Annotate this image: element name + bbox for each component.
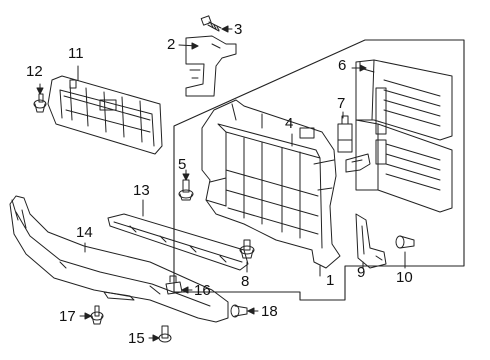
callout-18: 18 <box>261 303 278 320</box>
callout-2: 2 <box>167 36 176 53</box>
arrow-5 <box>182 173 190 181</box>
bolt-part-10 <box>395 235 415 249</box>
bolt-part-8 <box>239 239 255 259</box>
callout-7: 7 <box>337 95 346 112</box>
callout-16: 16 <box>194 282 211 299</box>
callout-14: 14 <box>76 224 93 241</box>
active-shutter-part-6 <box>355 59 453 213</box>
arrow-18 <box>247 307 255 315</box>
callout-5: 5 <box>178 156 187 173</box>
clip-part-7 <box>337 115 353 153</box>
bolt-part-5 <box>178 179 194 201</box>
callout-8: 8 <box>241 273 250 290</box>
arrow-16 <box>181 286 189 294</box>
callout-10: 10 <box>396 269 413 286</box>
small-bracket <box>345 153 371 173</box>
bolt-part-12 <box>33 93 47 113</box>
bolt-part-3 <box>200 15 222 32</box>
screw-part-15 <box>158 325 172 343</box>
callout-4: 4 <box>285 115 294 132</box>
arrow-15 <box>152 334 160 342</box>
assembly-boundary <box>173 39 465 301</box>
arrow-2 <box>191 42 199 50</box>
bracket-part-9 <box>355 213 387 269</box>
arrow-17 <box>84 312 92 320</box>
callout-17: 17 <box>59 308 76 325</box>
arrow-12 <box>36 87 44 95</box>
callout-12: 12 <box>26 63 43 80</box>
radiator-support-part-4 <box>201 99 341 269</box>
callout-11: 11 <box>68 45 84 62</box>
callout-3: 3 <box>234 21 243 38</box>
bolt-part-18 <box>230 304 248 318</box>
bracket-part-2 <box>185 35 237 97</box>
bolt-part-17 <box>90 305 104 325</box>
callout-13: 13 <box>133 182 150 199</box>
deflector-part-13 <box>107 213 249 271</box>
grille-carrier-part-11 <box>47 75 163 155</box>
callout-15: 15 <box>128 330 145 347</box>
callout-9: 9 <box>357 264 366 281</box>
callout-1: 1 <box>326 272 335 289</box>
arrow-3 <box>221 25 229 33</box>
lower-deflector-part-14 <box>9 195 229 323</box>
arrow-6 <box>359 64 367 72</box>
clip-part-16 <box>165 275 183 295</box>
callout-6: 6 <box>338 57 347 74</box>
